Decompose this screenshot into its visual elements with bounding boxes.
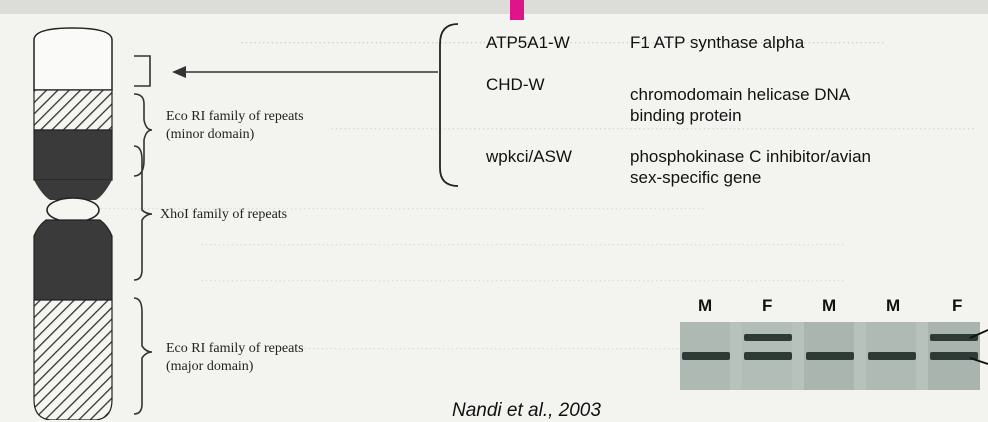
gene-list-bracket [439,23,459,187]
background-text-line: ········································… [240,35,886,50]
title-fragment-mark [510,0,524,20]
label-minor-domain: Eco RI family of repeats (minor domain) [166,108,304,144]
gel-lane-label: M [886,296,901,315]
label-minor-domain-text: Eco RI family of repeats (minor domain) [166,109,304,142]
gel-band-upper-lane5 [930,334,978,341]
gel-band-lower-lane1 [682,352,730,360]
bracket-tip [134,55,151,87]
label-xhol: XhoI family of repeats [160,207,288,222]
slide-top-band [0,0,988,14]
upper-taper [34,180,112,200]
chromosome-upper-arm [33,27,113,200]
gel-band-upper-lane2 [744,334,792,341]
lower-dark-band [33,219,113,301]
arrow-head [172,66,186,78]
upper-band-arrow [969,329,988,339]
gel-panel [680,322,988,390]
gel-lane-label: F [762,296,773,315]
gene-desc-atp5a1: F1 ATP synthase alpha [630,33,805,52]
major-domain-hatched [33,299,113,420]
gel-lane-label: F [952,296,963,315]
upper-dark-band [33,129,113,181]
minor-domain-hatched [33,89,113,131]
citation: Nandi et al., 2003 [452,400,601,421]
background-text-line: ········································… [330,121,976,136]
gene-symbol-chd: CHD-W [486,75,545,94]
gene-symbol-atp5a1: ATP5A1-W [486,33,570,52]
gel-lane-label: M [698,296,713,315]
upper-tip-white [33,27,113,91]
gel-band-lower-lane4 [868,352,916,360]
gel-band-lower-lane3 [806,352,854,360]
lower-band-arrow [969,357,988,365]
gel-band-lower-lane2 [744,352,792,360]
gene-desc-wpkci: phosphokinase C inhibitor/avian sex-spec… [630,147,871,187]
gel-lane-label: M [822,296,837,315]
bracket-major-domain [133,297,153,415]
gene-symbol-wpkci: wpkci/ASW [486,147,572,166]
label-major-domain: Eco RI family of repeats (major domain) [166,340,304,376]
label-major-domain-text: Eco RI family of repeats (major domain) [166,341,304,374]
background-text-line: ········································… [200,273,846,288]
background-text-line: ········································… [60,201,706,216]
centromere [46,197,100,223]
gel-band-lower-lane5 [930,352,978,360]
background-text-line: ········································… [200,237,846,252]
gene-desc-chd: chromodomain helicase DNA binding protei… [630,85,851,125]
bracket-minor-domain [133,93,153,177]
chromosome-lower-arm [33,219,113,420]
bracket-xhol [133,145,153,281]
